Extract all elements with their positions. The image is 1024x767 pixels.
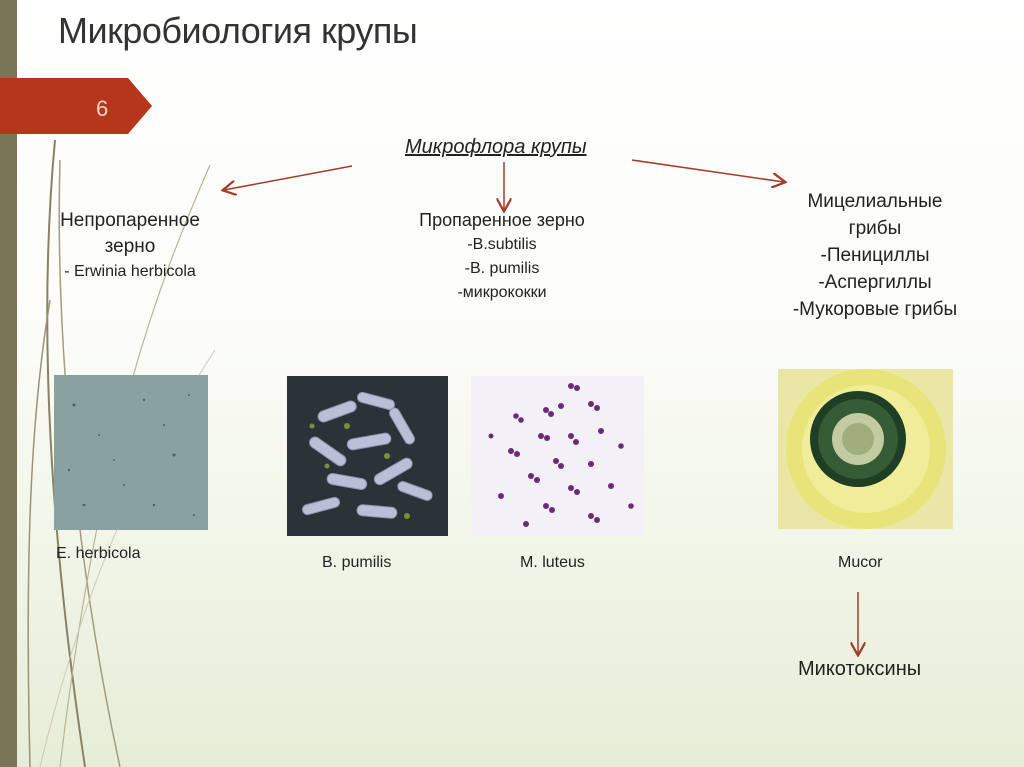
branch-fungi-item: -Пенициллы [820,245,930,266]
arrow-to-unsteamed [224,165,353,190]
branch-fungi-heading-1: Мицелиальные [807,191,943,212]
branch-steamed-item: -микрококки [457,284,547,301]
branch-steamed-item: -B. pumilis [464,260,540,277]
m-luteus-micrograph-image [471,376,644,536]
root-node-label: Микрофлора крупы [405,136,587,158]
branch-unsteamed-heading-1: Непропаренное [60,210,200,231]
slide-title: Микробиология крупы [58,10,418,51]
slide-number-tab [0,78,152,134]
branch-fungi-item: -Аспергиллы [818,272,932,293]
b-pumilis-caption: B. pumilis [322,554,392,571]
left-side-bar [0,0,17,767]
mucor-caption: Mucor [838,554,883,571]
branch-unsteamed: Непропаренное зерно - Erwinia herbicola [40,208,220,284]
branch-steamed-heading: Пропаренное зерно [419,210,585,230]
arrow-to-fungi [631,159,784,182]
branch-fungi-heading-2: грибы [848,218,902,239]
b-pumilis-micrograph-image [287,376,448,536]
branch-unsteamed-item: - Erwinia herbicola [64,263,196,280]
branch-unsteamed-heading-2: зерно [104,236,156,257]
branch-steamed: Пропаренное зерно -B.subtilis -B. pumili… [392,207,612,305]
slide-number: 6 [96,96,109,121]
m-luteus-caption: M. luteus [520,554,585,571]
e-herbicola-caption: E. herbicola [56,545,141,562]
e-herbicola-micrograph-image [54,375,208,530]
branch-steamed-item: -B.subtilis [467,236,537,253]
branch-fungi-item: -Мукоровые грибы [792,299,958,320]
branch-fungi: Мицелиальные грибы -Пенициллы -Аспергилл… [770,188,980,323]
mucor-colony-image [778,369,953,529]
mycotoxins-label: Микотоксины [798,658,922,680]
